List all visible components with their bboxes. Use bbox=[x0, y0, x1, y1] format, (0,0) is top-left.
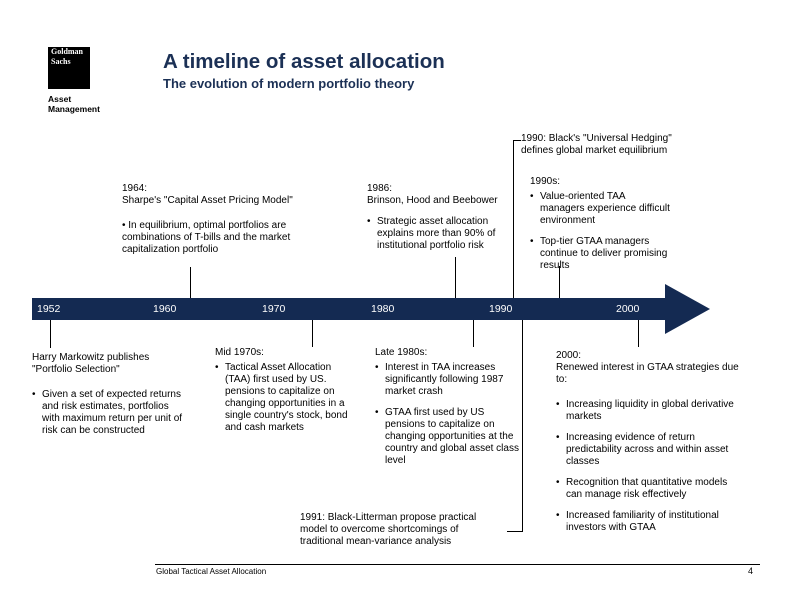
event-2000-renewed-interest: 2000: Renewed interest in GTAA strategie… bbox=[556, 350, 746, 534]
event-bullet: Increased familiarity of institutional i… bbox=[556, 510, 746, 534]
bullet-text: GTAA first used by US pensions to capita… bbox=[385, 407, 519, 466]
slide-title: A timeline of asset allocation bbox=[163, 50, 445, 73]
event-bullet: Value-oriented TAA managers experience d… bbox=[530, 191, 672, 227]
connector-line-2000 bbox=[638, 320, 639, 347]
event-title: Renewed interest in GTAA strategies due … bbox=[556, 362, 739, 385]
connector-tick-1991 bbox=[507, 531, 523, 532]
connector-line-1964 bbox=[190, 267, 191, 298]
logo-brand-line1: Goldman bbox=[51, 47, 84, 56]
timeline-year-1952: 1952 bbox=[37, 303, 61, 315]
event-title: Harry Markowitz publishes "Portfolio Sel… bbox=[32, 352, 150, 375]
event-1990-universal-hedging: 1990: Black's "Universal Hedging" define… bbox=[521, 133, 696, 157]
event-1986-brinson: 1986: Brinson, Hood and Beebower Strateg… bbox=[367, 183, 502, 252]
connector-line-mid1970s bbox=[312, 320, 313, 347]
event-mid-1970s-taa: Mid 1970s: Tactical Asset Allocation (TA… bbox=[215, 347, 355, 434]
bullet-text: Recognition that quantitative models can… bbox=[566, 477, 728, 500]
timeline-year-1970: 1970 bbox=[262, 303, 286, 315]
event-bullet: Strategic asset allocation explains more… bbox=[367, 216, 502, 252]
event-bullet: In equilibrium, optimal portfolios are c… bbox=[122, 220, 318, 256]
bullet-text: Value-oriented TAA managers experience d… bbox=[540, 191, 670, 226]
event-year-label: Mid 1970s: bbox=[215, 347, 264, 358]
event-title: Sharpe's "Capital Asset Pricing Model" bbox=[122, 195, 293, 206]
event-bullet: Top-tier GTAA managers continue to deliv… bbox=[530, 236, 672, 272]
event-year-label: 1986: bbox=[367, 183, 393, 194]
event-year-label: 1964: bbox=[122, 183, 148, 194]
page-number: 4 bbox=[748, 566, 754, 576]
event-1952-markowitz: Harry Markowitz publishes "Portfolio Sel… bbox=[32, 352, 184, 437]
timeline-year-1960: 1960 bbox=[153, 303, 177, 315]
event-year-label: 1990s: bbox=[530, 176, 561, 187]
slide-subtitle: The evolution of modern portfolio theory bbox=[163, 76, 415, 91]
connector-line-1986 bbox=[455, 257, 456, 298]
connector-line-1990-black bbox=[513, 140, 514, 298]
connector-line-1990s bbox=[559, 266, 560, 298]
event-1964-capm: 1964: Sharpe's "Capital Asset Pricing Mo… bbox=[122, 183, 318, 256]
event-bullet: Given a set of expected returns and risk… bbox=[32, 389, 184, 437]
event-year-label: 2000: bbox=[556, 350, 582, 361]
goldman-sachs-logo: Goldman Sachs bbox=[48, 47, 90, 89]
event-bullet: Increasing liquidity in global derivativ… bbox=[556, 399, 746, 423]
event-1991-black-litterman: 1991: Black-Litterman propose practical … bbox=[300, 512, 500, 548]
event-text: 1990: Black's "Universal Hedging" define… bbox=[521, 133, 672, 156]
bullet-text: Increased familiarity of institutional i… bbox=[566, 510, 719, 533]
event-bullet: Recognition that quantitative models can… bbox=[556, 477, 746, 501]
timeline-bar: 1952 1960 1970 1980 1990 2000 bbox=[32, 298, 665, 320]
event-bullet: Interest in TAA increases significantly … bbox=[375, 362, 524, 398]
bullet-text: Increasing liquidity in global derivativ… bbox=[566, 399, 734, 422]
event-late-1980s-gtaa: Late 1980s: Interest in TAA increases si… bbox=[375, 347, 524, 467]
event-1990s-taa: 1990s: Value-oriented TAA managers exper… bbox=[530, 176, 672, 272]
connector-tick-1990-black bbox=[513, 140, 521, 141]
bullet-text: Top-tier GTAA managers continue to deliv… bbox=[540, 236, 668, 271]
logo-brand-line2: Sachs bbox=[51, 56, 71, 66]
timeline-year-1990: 1990 bbox=[489, 303, 513, 315]
bullet-text: Tactical Asset Allocation (TAA) first us… bbox=[225, 362, 348, 433]
connector-line-1952 bbox=[50, 320, 51, 348]
timeline-arrowhead-icon bbox=[665, 284, 710, 334]
event-bullet: Increasing evidence of return predictabi… bbox=[556, 432, 746, 468]
event-title: Brinson, Hood and Beebower bbox=[367, 195, 498, 206]
division-line2: Management bbox=[48, 104, 100, 114]
event-year-label: Late 1980s: bbox=[375, 347, 428, 358]
event-bullet: GTAA first used by US pensions to capita… bbox=[375, 407, 524, 467]
event-bullet: Tactical Asset Allocation (TAA) first us… bbox=[215, 362, 355, 434]
event-text: 1991: Black-Litterman propose practical … bbox=[300, 512, 477, 547]
bullet-text: Interest in TAA increases significantly … bbox=[385, 362, 504, 397]
bullet-text: Strategic asset allocation explains more… bbox=[377, 216, 496, 251]
timeline-year-2000: 2000 bbox=[616, 303, 640, 315]
bullet-text: Given a set of expected returns and risk… bbox=[42, 389, 183, 436]
connector-line-late1980s bbox=[473, 320, 474, 347]
footer-label: Global Tactical Asset Allocation bbox=[156, 567, 267, 576]
timeline-year-1980: 1980 bbox=[371, 303, 395, 315]
footer-rule bbox=[155, 564, 760, 565]
bullet-text: Increasing evidence of return predictabi… bbox=[566, 432, 729, 467]
division-line1: Asset bbox=[48, 94, 72, 104]
logo-division-label: Asset Management bbox=[48, 94, 100, 114]
